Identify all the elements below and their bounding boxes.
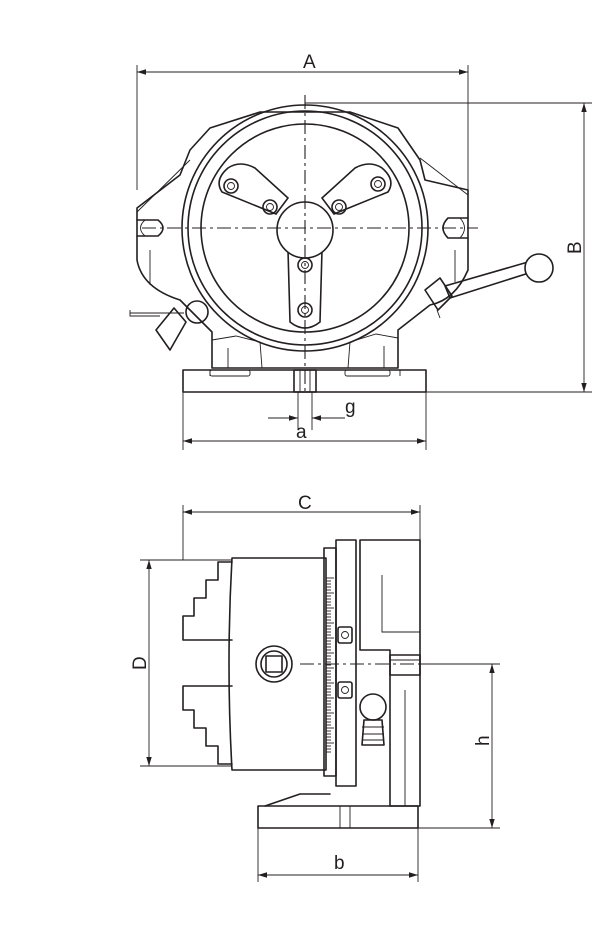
dim-h-label: h bbox=[473, 735, 494, 746]
chuck-jaw-left bbox=[218, 163, 290, 215]
side-view: C D h b bbox=[130, 493, 500, 882]
handle-lever bbox=[424, 253, 554, 319]
dim-B-label: B bbox=[565, 241, 586, 254]
side-drive-ring-inner bbox=[260, 650, 288, 678]
front-body bbox=[136, 111, 469, 369]
dim-C-label: C bbox=[298, 493, 312, 514]
side-jaw-bottom bbox=[182, 685, 233, 765]
side-lever-ball bbox=[359, 693, 387, 721]
dim-g-label: g bbox=[345, 397, 356, 418]
side-jaw-top bbox=[182, 561, 233, 641]
side-drive-square bbox=[265, 655, 283, 673]
dial-ring bbox=[335, 539, 357, 787]
side-drive-ring-outer bbox=[255, 645, 293, 683]
side-base-plate bbox=[257, 805, 419, 829]
front-view: A B g a bbox=[129, 52, 592, 450]
dim-A-label: A bbox=[303, 52, 316, 73]
chuck-jaw-right bbox=[320, 163, 392, 215]
lock-knob bbox=[185, 300, 209, 324]
dial-graduations bbox=[326, 577, 334, 753]
dim-D-label: D bbox=[130, 656, 151, 670]
dim-b-label: b bbox=[334, 853, 345, 874]
dim-a-label: a bbox=[296, 422, 307, 443]
